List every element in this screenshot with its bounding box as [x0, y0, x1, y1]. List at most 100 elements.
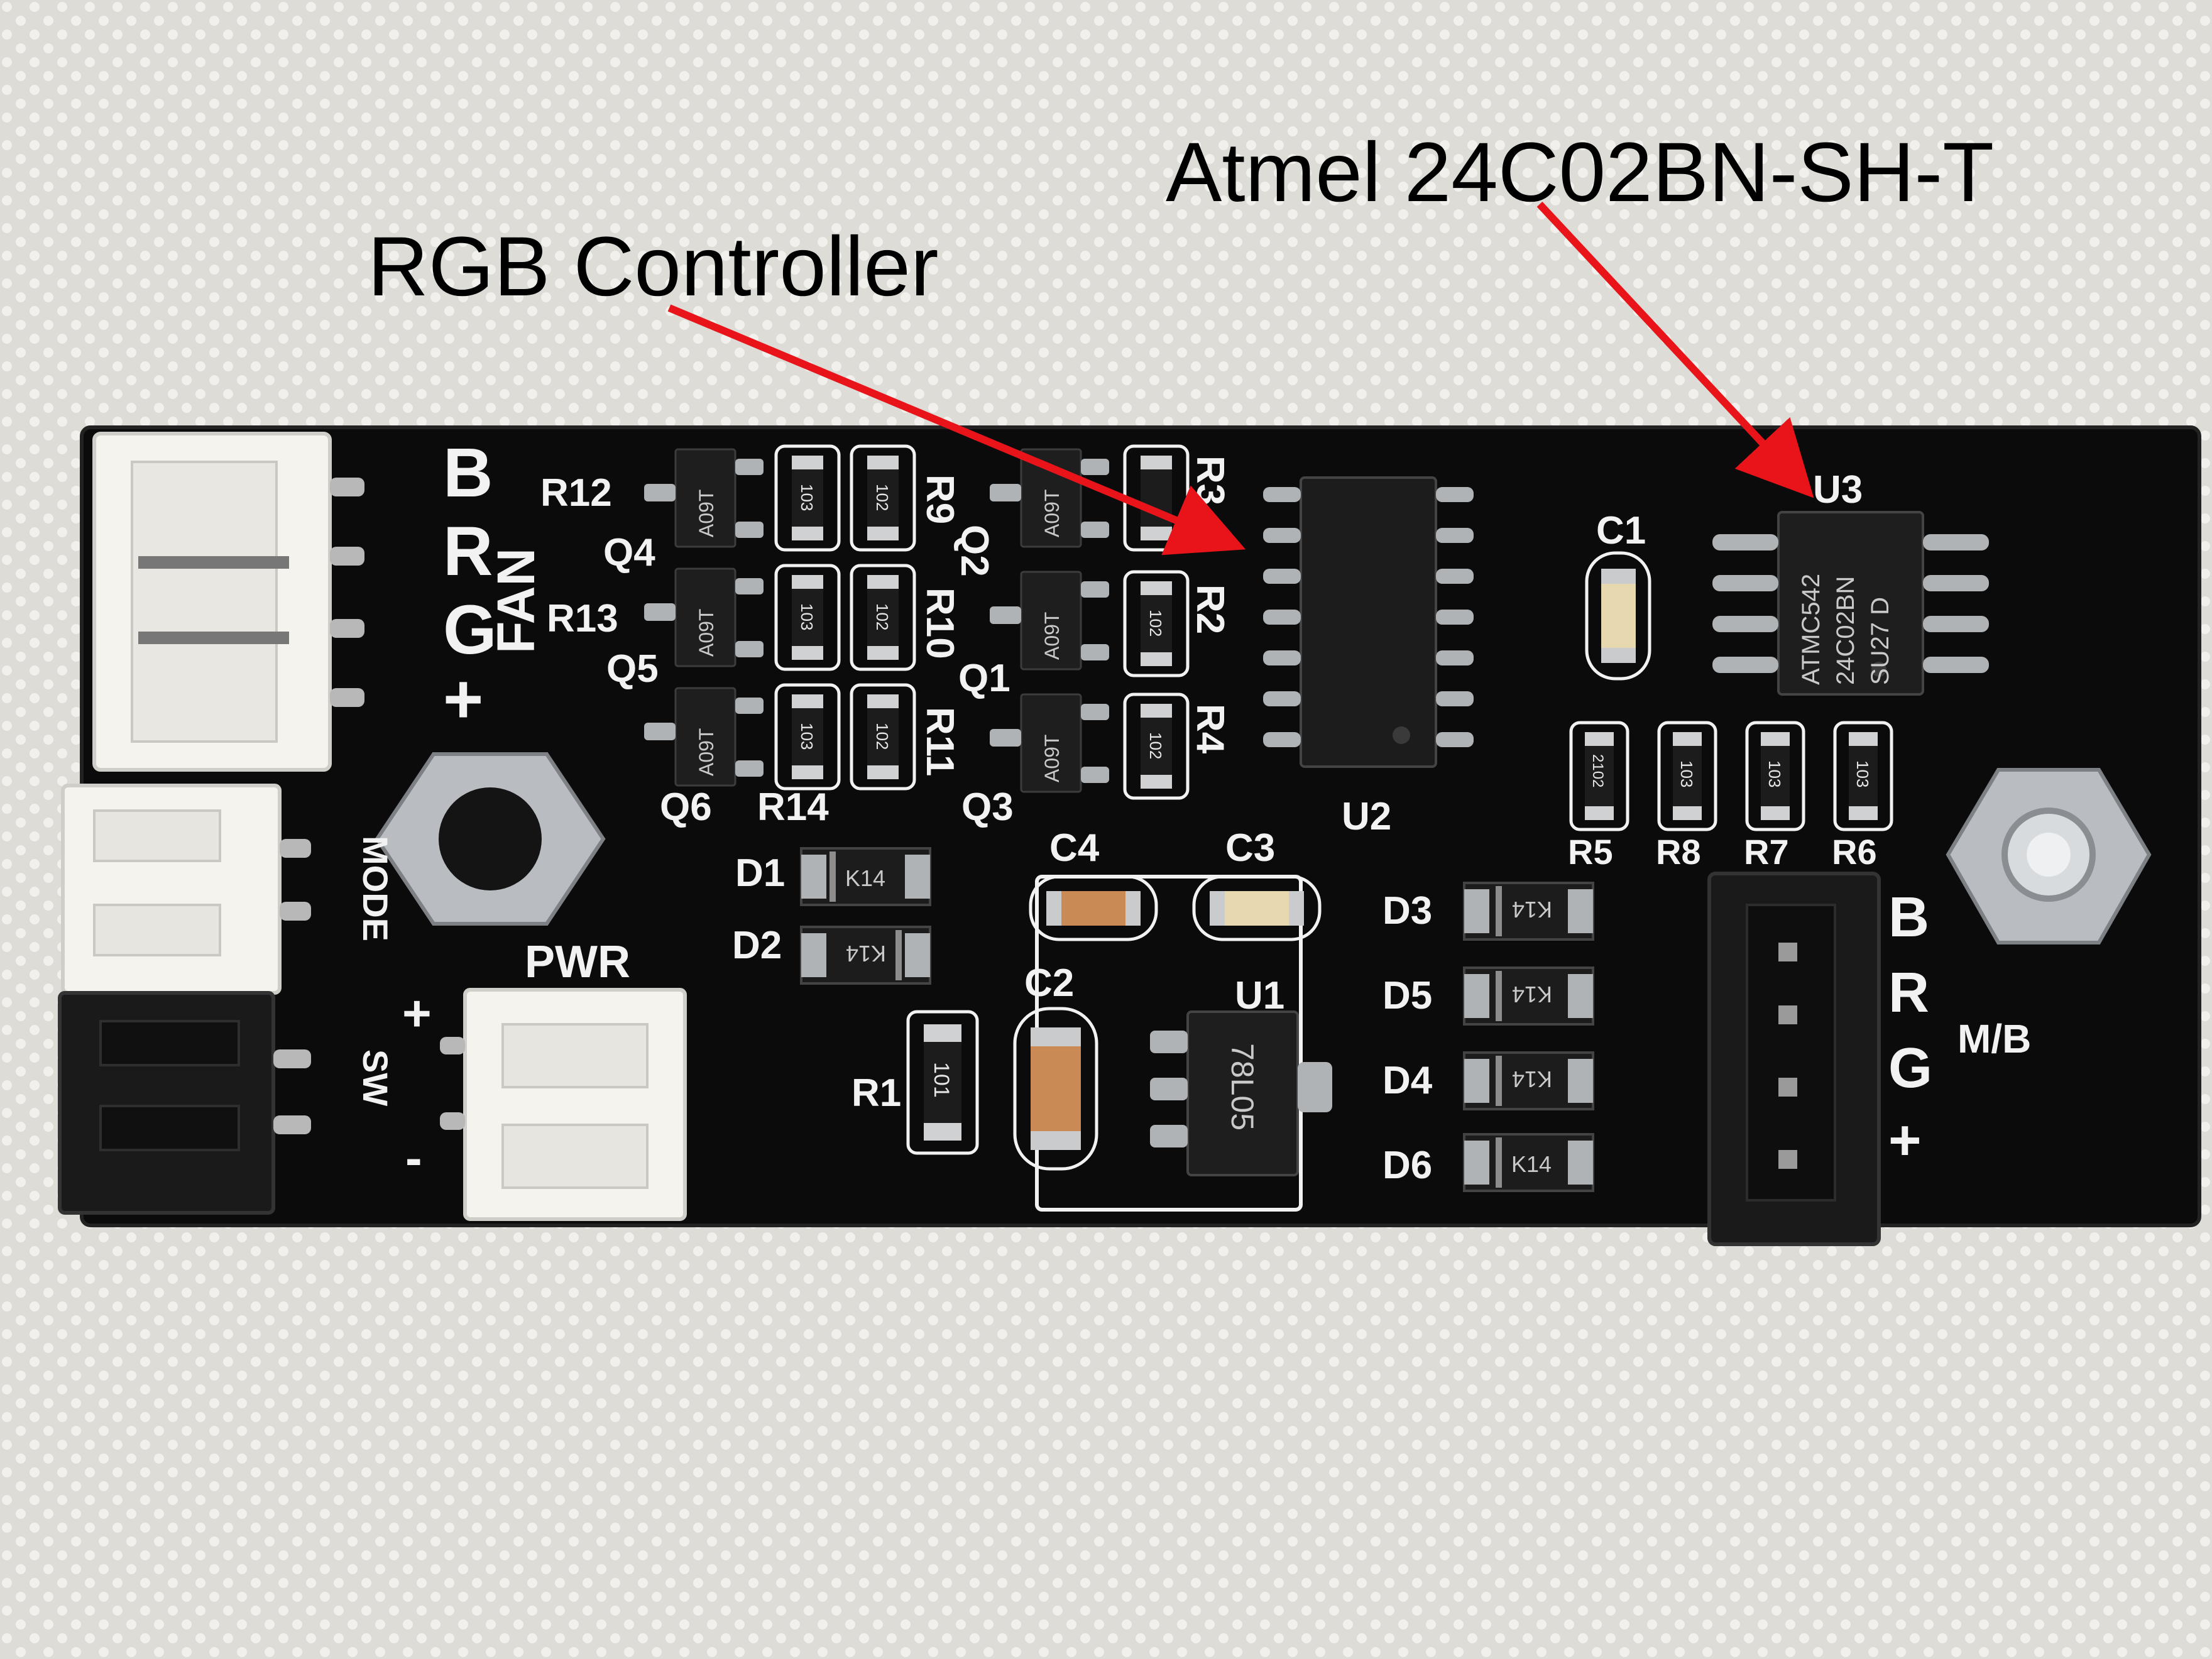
r9-value: 102: [873, 484, 892, 511]
label-r9: R9: [918, 474, 961, 524]
resistor-markings: 103 102 103 102 103 102 102 102 2102 103…: [797, 484, 1872, 1098]
label-r2: R2: [1188, 584, 1232, 634]
mode-connector: [61, 784, 311, 995]
transistor-q5: A09T: [644, 567, 764, 667]
standoff-left: [375, 752, 606, 926]
label-c2: C2: [1024, 961, 1074, 1005]
label-r10: R10: [918, 588, 961, 659]
transistor-q6: A09T: [644, 687, 764, 787]
r5-value: 2102: [1589, 754, 1606, 787]
label-u3: U3: [1813, 468, 1863, 512]
d2-marking: K14: [846, 941, 886, 966]
label-c3: C3: [1225, 826, 1275, 870]
r1-value: 101: [929, 1062, 953, 1098]
label-d6: D6: [1382, 1144, 1432, 1187]
mb-pin-b: B: [1888, 886, 1929, 949]
label-q1: Q1: [958, 657, 1010, 700]
label-q3: Q3: [961, 786, 1014, 829]
r12-value: 103: [797, 484, 816, 511]
pwr-minus: -: [405, 1130, 422, 1186]
standoff-right: [1946, 768, 2152, 944]
d1-marking: K14: [845, 865, 885, 891]
diode-d5: K14: [1463, 966, 1594, 1026]
u3-marking-line3: SU27 D: [1866, 597, 1894, 685]
mb-pin-g: G: [1888, 1037, 1932, 1100]
r14-value: 103: [797, 723, 816, 750]
mb-connector: [1035, 872, 1881, 1246]
diode-d3: K14: [1463, 882, 1594, 941]
pwr-connector: [440, 988, 687, 1221]
capacitor-c1: [1585, 551, 1651, 681]
d4-marking: K14: [1512, 1066, 1552, 1092]
label-r11: R11: [918, 707, 961, 776]
q4-marking: A09T: [695, 490, 718, 537]
designators: R12 Q4 R13 Q5 Q6 R14 R9 R10 R11 Q2 Q1 Q3…: [540, 456, 1877, 1187]
capacitor-c4: [1029, 875, 1158, 941]
label-d1: D1: [735, 851, 785, 895]
r8-value: 103: [1677, 760, 1696, 787]
r2-value: 102: [1146, 610, 1165, 637]
label-r6: R6: [1832, 832, 1877, 872]
mb-pin-plus: +: [1888, 1109, 1922, 1172]
diode-d1: K14: [800, 847, 931, 906]
label-d5: D5: [1382, 974, 1432, 1017]
r13-value: 103: [797, 603, 816, 630]
mb-pin-r: R: [1888, 961, 1929, 1024]
d3-marking: K14: [1512, 897, 1552, 923]
fan-pin-g: G: [443, 591, 497, 669]
q5-marking: A09T: [695, 609, 718, 657]
fan-pin-plus: +: [443, 660, 483, 738]
q1-marking: A09T: [1041, 612, 1063, 660]
diode-d6: K14: [1463, 1133, 1594, 1192]
label-r7: R7: [1744, 832, 1789, 872]
q2-marking: A09T: [1041, 490, 1063, 537]
capacitor-c3: [1192, 875, 1322, 941]
diode-d2: K14: [800, 926, 931, 985]
r4-value: 102: [1146, 732, 1165, 759]
label-r8: R8: [1656, 832, 1701, 872]
fan-pin-r: R: [443, 513, 493, 590]
pwr-label: PWR: [525, 937, 630, 987]
transistor-q1: A09T: [990, 571, 1109, 671]
q6-marking: A09T: [695, 728, 718, 776]
r6-value: 103: [1853, 760, 1872, 787]
label-r3: R3: [1188, 456, 1232, 505]
label-q5: Q5: [606, 647, 659, 691]
annotation-eeprom: Atmel 24C02BN-SH-T: [1166, 126, 1994, 219]
label-r1: R1: [851, 1071, 901, 1115]
mode-label: MODE: [356, 836, 395, 941]
label-q6: Q6: [660, 786, 712, 829]
fan-pin-b: B: [443, 434, 493, 512]
label-r5: R5: [1568, 832, 1613, 872]
arrow-eeprom: [1536, 201, 1814, 498]
r10-value: 102: [873, 603, 892, 630]
label-u2: U2: [1342, 795, 1391, 838]
label-d4: D4: [1382, 1059, 1433, 1102]
diode-d4: K14: [1463, 1051, 1594, 1110]
label-c1: C1: [1596, 509, 1646, 552]
u2-rgb-controller-chip: [1263, 476, 1474, 768]
d5-marking: K14: [1512, 982, 1552, 1007]
u1-marking: 78L05: [1225, 1043, 1260, 1131]
fan-label: FAN: [486, 548, 545, 654]
arrow-rgb-controller: [667, 304, 1246, 556]
d6-marking: K14: [1511, 1151, 1552, 1177]
r7-value: 103: [1765, 760, 1784, 787]
u3-marking-line1: ATMC542: [1797, 574, 1825, 685]
resistor-array: [774, 444, 1893, 1155]
q3-marking: A09T: [1041, 735, 1063, 782]
capacitor-c2: [1013, 1007, 1098, 1171]
label-r12: R12: [540, 471, 612, 515]
r11-value: 102: [873, 723, 892, 750]
label-q2: Q2: [953, 525, 996, 577]
annotation-rgb-controller: RGB Controller: [368, 220, 939, 314]
sw-connector: [58, 991, 311, 1215]
resistor-bodies: [792, 456, 1878, 1141]
u3-marking-line2: 24C02BN: [1832, 576, 1859, 685]
label-d2: D2: [732, 924, 782, 967]
u1-regulator: 78L05: [1150, 1010, 1332, 1176]
sw-label: SW: [356, 1049, 395, 1106]
label-c4: C4: [1049, 826, 1100, 870]
